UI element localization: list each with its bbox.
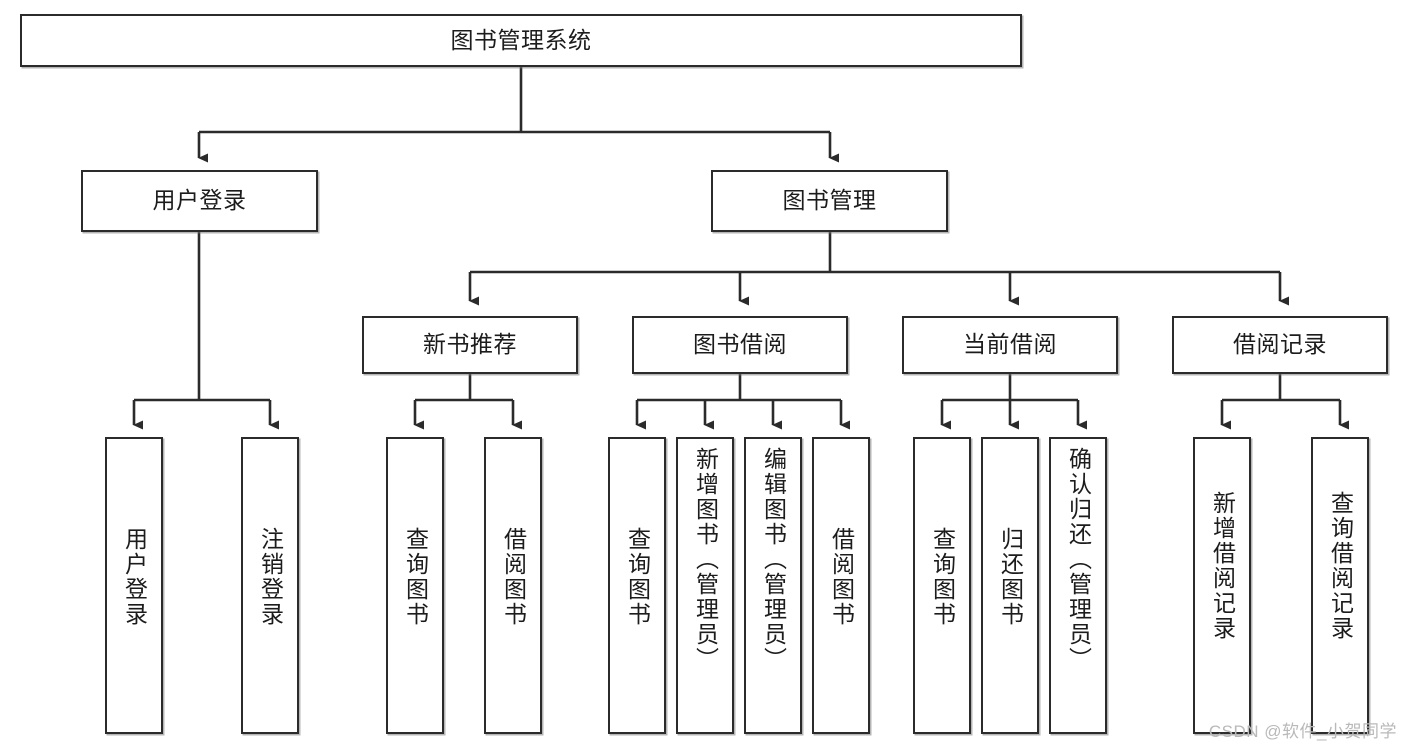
- node-label: 查询图书: [402, 527, 429, 627]
- leaf-edit-book-admin[interactable]: 编辑图书（管理员）: [744, 437, 802, 734]
- node-label: 借阅记录: [1233, 331, 1327, 358]
- node-label: 查询借阅记录: [1327, 491, 1354, 641]
- leaf-query-books-recommendation[interactable]: 查询图书: [386, 437, 444, 734]
- leaf-confirm-return-admin[interactable]: 确认归还（管理员）: [1049, 437, 1107, 734]
- node-label: 图书借阅: [693, 331, 787, 358]
- node-label: 用户登录: [121, 527, 148, 627]
- leaf-add-borrow-record[interactable]: 新增借阅记录: [1193, 437, 1251, 734]
- node-new-book-recommendation[interactable]: 新书推荐: [362, 316, 578, 374]
- node-book-management[interactable]: 图书管理: [711, 170, 948, 232]
- leaf-add-book-admin[interactable]: 新增图书（管理员）: [676, 437, 734, 734]
- leaf-query-books-current[interactable]: 查询图书: [913, 437, 971, 734]
- node-label: 查询图书: [929, 527, 956, 627]
- node-label: 借阅图书: [500, 527, 527, 627]
- node-label: 图书管理系统: [450, 26, 592, 53]
- node-label: 归还图书: [997, 527, 1024, 627]
- node-user-login[interactable]: 用户登录: [81, 170, 318, 232]
- node-borrow-records[interactable]: 借阅记录: [1172, 316, 1388, 374]
- node-label: 新增图书（管理员）: [692, 447, 719, 672]
- watermark-text: CSDN @软件_小贺同学: [1208, 722, 1397, 741]
- node-label: 查询图书: [624, 527, 651, 627]
- node-root-system[interactable]: 图书管理系统: [20, 14, 1022, 67]
- node-label: 注销登录: [257, 527, 284, 627]
- node-current-borrowings[interactable]: 当前借阅: [902, 316, 1118, 374]
- node-label: 确认归还（管理员）: [1065, 447, 1092, 672]
- node-label: 编辑图书（管理员）: [760, 447, 787, 672]
- leaf-borrow-books-borrowing[interactable]: 借阅图书: [812, 437, 870, 734]
- node-label: 当前借阅: [963, 331, 1057, 358]
- node-label: 用户登录: [152, 187, 247, 214]
- node-label: 借阅图书: [828, 527, 855, 627]
- leaf-borrow-books-recommendation[interactable]: 借阅图书: [484, 437, 542, 734]
- leaf-query-books-borrowing[interactable]: 查询图书: [608, 437, 666, 734]
- node-label: 新增借阅记录: [1209, 491, 1236, 641]
- leaf-return-books[interactable]: 归还图书: [981, 437, 1039, 734]
- node-label: 图书管理: [782, 187, 877, 214]
- leaf-user-login[interactable]: 用户登录: [105, 437, 163, 734]
- leaf-query-borrow-record[interactable]: 查询借阅记录: [1311, 437, 1369, 734]
- node-book-borrowing[interactable]: 图书借阅: [632, 316, 848, 374]
- leaf-logout[interactable]: 注销登录: [241, 437, 299, 734]
- node-label: 新书推荐: [423, 331, 517, 358]
